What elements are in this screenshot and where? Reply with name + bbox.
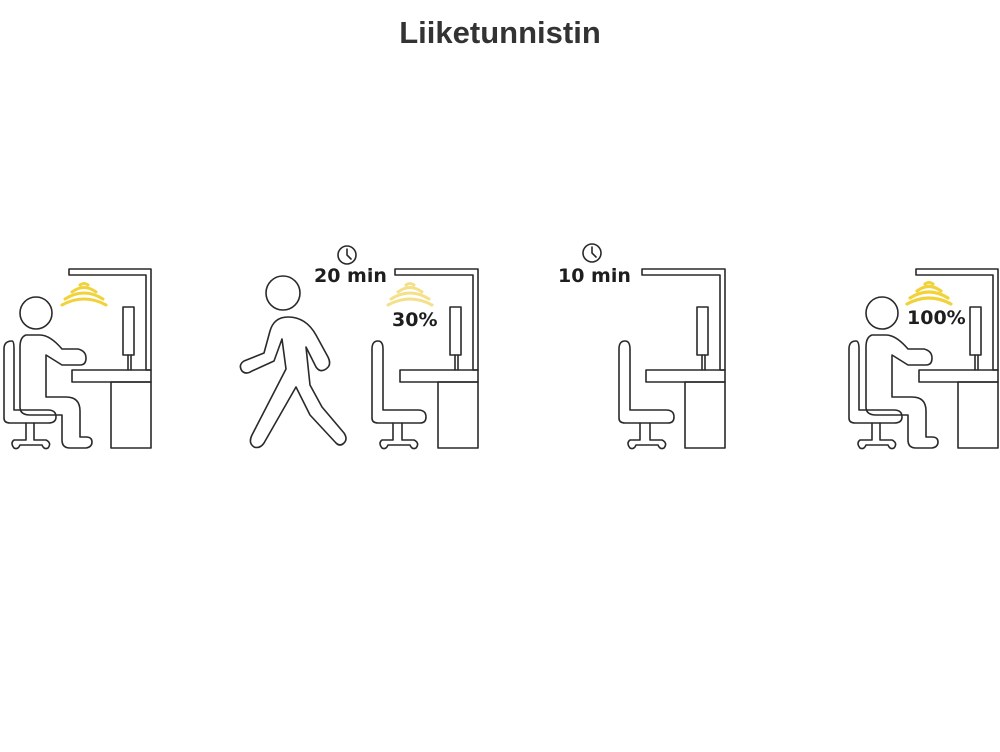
diagram-title: Liiketunnistin [399, 15, 601, 50]
scene-leaving: 20 min 30% [230, 235, 490, 465]
light-level-label: 100% [907, 307, 966, 329]
clock-icon [582, 243, 602, 263]
workstation-seated-full-icon [848, 268, 999, 450]
scene-occupied [0, 235, 160, 465]
scene-empty: 10 min [550, 235, 740, 465]
scene-returned: 100% [840, 235, 1000, 465]
timer-label: 20 min [314, 265, 387, 287]
workstation-walking-icon [239, 245, 479, 450]
sensor-wave-icon [60, 282, 108, 307]
light-level-label: 30% [392, 309, 438, 331]
sensor-wave-icon [905, 280, 953, 306]
timer-label: 10 min [558, 265, 631, 287]
workstation-seated-icon [3, 268, 152, 450]
clock-icon [337, 245, 357, 265]
workstation-empty-icon [582, 243, 726, 450]
sensor-wave-dim-icon [386, 282, 434, 307]
